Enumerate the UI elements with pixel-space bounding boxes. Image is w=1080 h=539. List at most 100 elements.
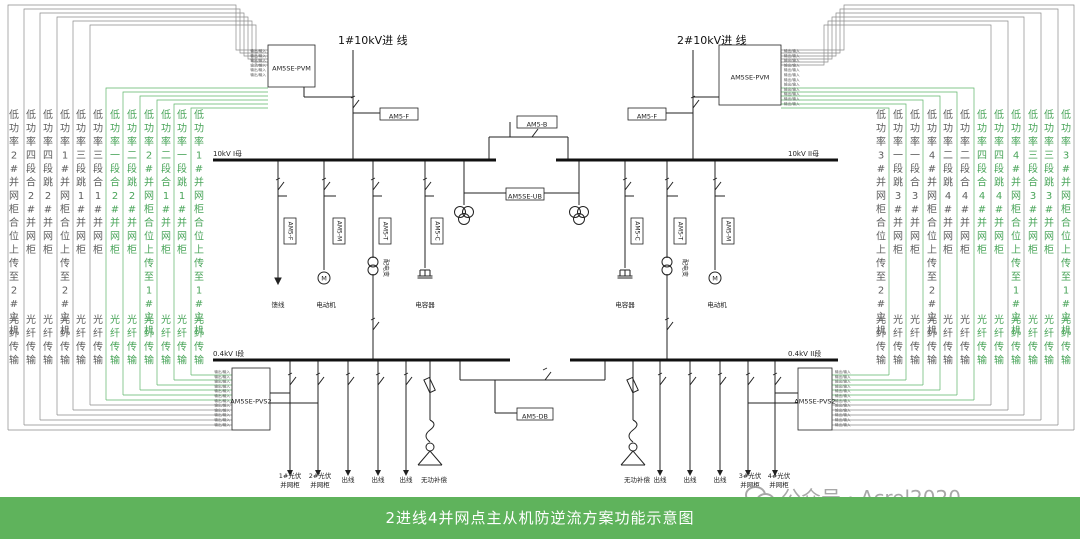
footer-title: 2进线4并网点主从机防逆流方案功能示意图: [385, 509, 695, 527]
am5-c-left-box: AM5-C: [430, 217, 444, 245]
port-label: 输出/输入: [784, 101, 800, 106]
port-label: 输出/输入: [214, 407, 230, 412]
am5-f-1-box: AM5-F: [379, 107, 419, 121]
left-column-fiber: 光纤传输: [93, 313, 103, 367]
port-label: 输出/输入: [214, 422, 230, 427]
port-label: 输出/输入: [214, 369, 230, 374]
am5-c-right-box-label: AM5-C: [634, 221, 641, 240]
left-column-fiber: 光纤传输: [127, 313, 137, 367]
am5-b-box-label: AM5-B: [527, 121, 548, 129]
pvs2-2-box: AM5SE-PVS2: [794, 367, 836, 431]
port-label: 输出/输入: [214, 374, 230, 379]
bus-10kv-2-label: 10kV II母: [788, 150, 819, 158]
left-column-fiber: 光纤传输: [9, 313, 19, 367]
am5-c-left-box-label: AM5-C: [434, 221, 441, 240]
port-label: 输出/输入: [784, 96, 800, 101]
port-label: 输出/输入: [214, 412, 230, 417]
port-label: 输出/输入: [835, 422, 851, 427]
right-column-fiber: 光纤传输: [1044, 313, 1054, 367]
am5-ub-box-label: AM5SE-UB: [508, 193, 542, 201]
pvm-1-box: AM5SE-PVM: [267, 44, 316, 88]
bus-bars: [213, 158, 838, 362]
am5-f-feeder-box-label: AM5-F: [287, 222, 294, 241]
outgoing-label-3: 出线: [400, 475, 414, 484]
pvs2-1-box: AM5SE-PVS2: [230, 367, 272, 431]
pv-cabinet-1-label: 1#光伏并网柜: [279, 471, 302, 489]
port-label: 输出/输入: [784, 53, 800, 58]
am5-m-left-box-label: AM5-M: [336, 221, 343, 241]
port-label: 输出/输入: [784, 86, 800, 91]
capacitor-right-label: 电容器: [615, 300, 635, 309]
am5-db-box: AM5-DB: [516, 407, 554, 421]
bus-04kv-2-label: 0.4kV II段: [788, 349, 821, 358]
power-lines: [270, 50, 798, 470]
pv-cabinet-3-label: 3#光伏并网柜: [739, 471, 762, 489]
left-column-fiber: 光纤传输: [43, 313, 53, 367]
am5-t-left-box-label: AM5-T: [382, 222, 389, 241]
outgoing-label-2: 出线: [372, 475, 386, 484]
port-label: 输出/输入: [835, 379, 851, 384]
right-column-fiber: 光纤传输: [1028, 313, 1038, 367]
port-label: 输出/输入: [214, 379, 230, 384]
motor-left-label: 电动机: [316, 300, 336, 309]
incoming-line-2-label: 2#10kV进 线: [677, 33, 747, 47]
pvm-2-box-label: AM5SE-PVM: [731, 74, 770, 82]
transformer-label-1: 配电变: [382, 259, 390, 277]
pv-cabinet-2-label: 2#光伏并网柜: [309, 471, 332, 489]
port-label: 输出/输入: [784, 91, 800, 96]
reactive-comp-left-label: 无功补偿: [421, 475, 448, 484]
am5-ub-box: AM5SE-UB: [505, 187, 545, 201]
right-column-fiber: 光纤传输: [893, 313, 903, 367]
port-label: 输出/输入: [835, 369, 851, 374]
right-column-fiber: 光纤传输: [927, 313, 937, 367]
port-label: 输出/输入: [214, 383, 230, 388]
am5-f-2-box: AM5-F: [627, 107, 667, 121]
port-label: 输出/输入: [250, 58, 266, 63]
port-label: 输出/输入: [784, 48, 800, 53]
port-label: 输出/输入: [214, 403, 230, 408]
right-column-fiber: 光纤传输: [977, 313, 987, 367]
signal-wires: [7, 4, 1075, 431]
motor-right-label: 电动机: [707, 300, 727, 309]
outgoing-label-1: 出线: [342, 475, 356, 484]
outgoing-label-6: 出线: [714, 475, 728, 484]
left-column-fiber: 光纤传输: [161, 313, 171, 367]
port-label: 输出/输入: [835, 398, 851, 403]
am5-f-1-box-label: AM5-F: [389, 113, 410, 121]
pvm-2-box: AM5SE-PVM: [718, 44, 782, 106]
am5-db-box-label: AM5-DB: [522, 413, 548, 421]
port-label: 输出/输入: [835, 393, 851, 398]
port-label: 输出/输入: [214, 388, 230, 393]
am5-c-right-box: AM5-C: [630, 217, 644, 245]
am5-t-left-box: AM5-T: [378, 217, 392, 245]
port-label: 输出/输入: [835, 417, 851, 422]
incoming-line-1-label: 1#10kV进 线: [338, 33, 408, 47]
am5-t-right-box: AM5-T: [673, 217, 687, 245]
